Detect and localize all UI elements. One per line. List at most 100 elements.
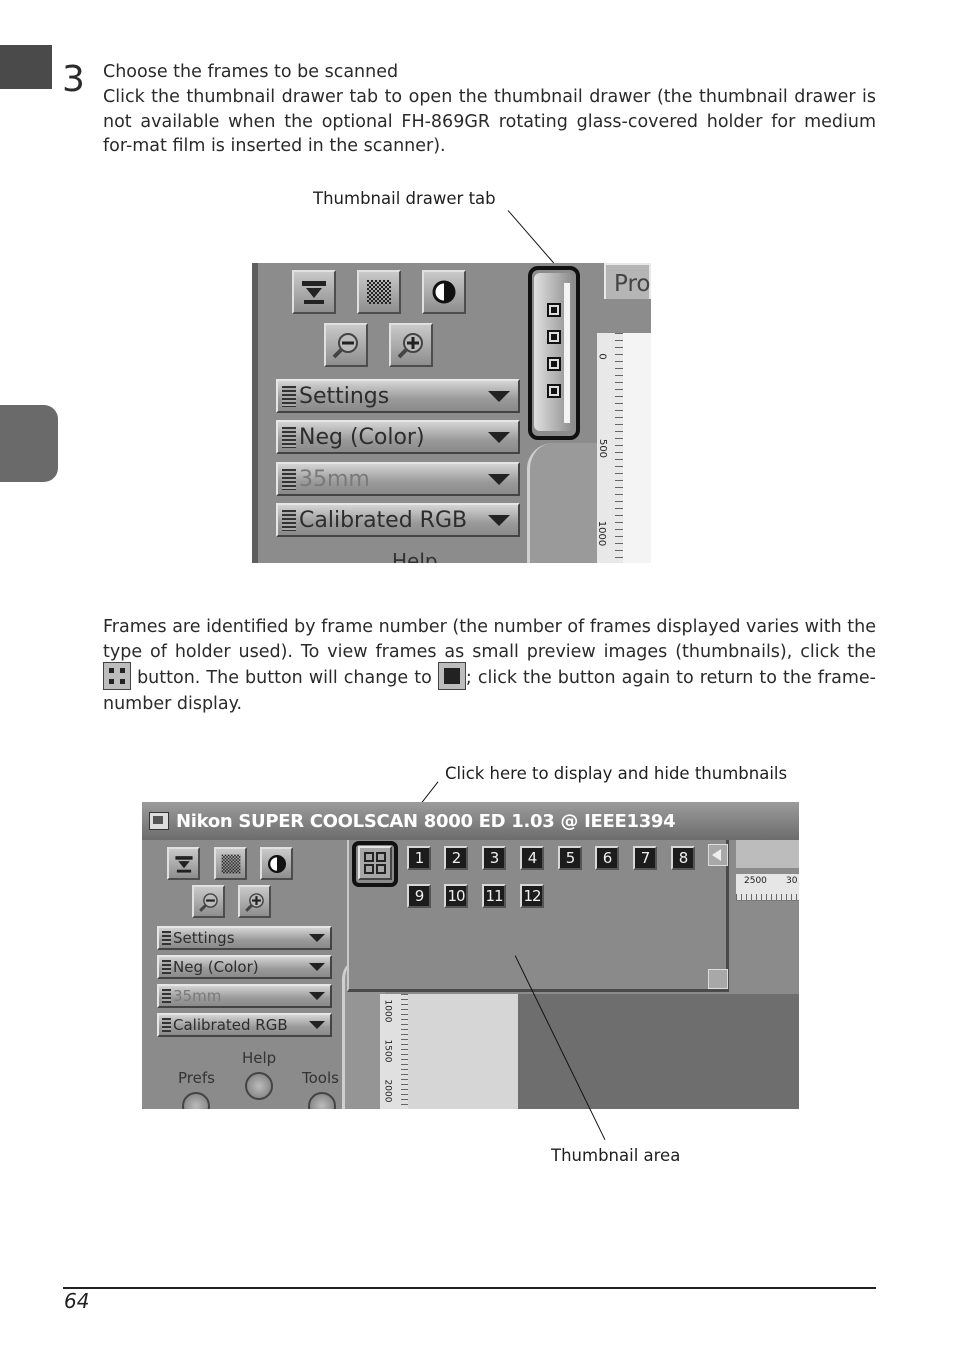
footer-rule bbox=[63, 1287, 876, 1289]
settings-dropdown[interactable]: Settings bbox=[276, 379, 520, 413]
paragraph-text: Frames are identified by frame number (t… bbox=[103, 617, 876, 662]
chevron-down-icon bbox=[488, 390, 510, 402]
contrast-icon[interactable] bbox=[260, 847, 293, 880]
frame-number: 8 bbox=[678, 849, 688, 867]
thumbnail-drawer-tab[interactable] bbox=[534, 273, 574, 431]
side-tab[interactable]: Pro bbox=[604, 263, 651, 299]
ruler-label: 1000 bbox=[382, 999, 393, 1023]
frame-button[interactable]: 2 bbox=[444, 846, 468, 870]
chevron-down-icon bbox=[309, 963, 325, 971]
frame-button[interactable]: 7 bbox=[633, 846, 657, 870]
tools-label: Tools bbox=[302, 1069, 339, 1087]
chevron-down-icon bbox=[309, 1021, 325, 1029]
grain-icon[interactable] bbox=[214, 847, 247, 880]
zoom-out-icon[interactable] bbox=[192, 885, 225, 918]
frame-button[interactable]: 12 bbox=[520, 884, 544, 908]
dropdown-label: 35mm bbox=[299, 466, 370, 492]
dropdown-label: Calibrated RGB bbox=[173, 1016, 288, 1034]
thumbnail-toggle-button[interactable] bbox=[358, 846, 392, 880]
step-heading: Choose the frames to be scanned bbox=[103, 62, 399, 82]
title-bar: Nikon SUPER COOLSCAN 8000 ED 1.03 @ IEEE… bbox=[142, 802, 799, 840]
zoom-in-icon[interactable] bbox=[389, 323, 433, 367]
paragraph-frames: Frames are identified by frame number (t… bbox=[103, 615, 876, 717]
settings-dropdown[interactable]: Settings bbox=[157, 926, 332, 950]
ruler-label: 30 bbox=[786, 876, 798, 886]
preview-area bbox=[623, 333, 651, 563]
chevron-down-icon bbox=[309, 992, 325, 1000]
help-button[interactable] bbox=[245, 1072, 273, 1100]
contrast-icon[interactable] bbox=[422, 270, 466, 314]
frame-button[interactable]: 4 bbox=[520, 846, 544, 870]
frame-number: 4 bbox=[527, 849, 537, 867]
callout-thumbnail-toggle: Click here to display and hide thumbnail… bbox=[445, 764, 788, 783]
prefs-button[interactable] bbox=[182, 1092, 210, 1109]
step-body: Click the thumbnail drawer tab to open t… bbox=[103, 87, 876, 156]
callout-highlight bbox=[528, 266, 580, 440]
dropdown-label: Settings bbox=[299, 383, 390, 409]
frame-button[interactable]: 8 bbox=[671, 846, 695, 870]
zoom-in-icon[interactable] bbox=[238, 885, 271, 918]
frame-button[interactable]: 10 bbox=[444, 884, 468, 908]
preview-image-light bbox=[408, 994, 518, 1109]
zoom-out-icon[interactable] bbox=[324, 323, 368, 367]
chapter-tab-side bbox=[0, 405, 58, 482]
ruler-label: 2000 bbox=[382, 1079, 393, 1103]
frame-number: 1 bbox=[414, 849, 424, 867]
frame-number: 5 bbox=[565, 849, 575, 867]
frame-number: 2 bbox=[451, 849, 461, 867]
chevron-down-icon bbox=[488, 473, 510, 485]
frame-number: 12 bbox=[523, 887, 541, 905]
side-tab-label: Pro bbox=[614, 271, 651, 297]
frame-button[interactable]: 9 bbox=[407, 884, 431, 908]
callout-drawer-tab: Thumbnail drawer tab bbox=[313, 189, 496, 208]
page-number: 64 bbox=[64, 1289, 90, 1313]
chevron-left-icon[interactable] bbox=[708, 844, 728, 866]
window-title: Nikon SUPER COOLSCAN 8000 ED 1.03 @ IEEE… bbox=[176, 811, 676, 832]
frame-number: 9 bbox=[414, 887, 424, 905]
frame-button[interactable]: 11 bbox=[482, 884, 506, 908]
paragraph-text: button. The button will change to bbox=[137, 668, 432, 688]
color-space-dropdown[interactable]: Calibrated RGB bbox=[276, 503, 520, 537]
frame-button[interactable]: 1 bbox=[407, 846, 431, 870]
film-type-dropdown[interactable]: Neg (Color) bbox=[276, 420, 520, 454]
top-ruler bbox=[736, 840, 799, 868]
frame-number: 6 bbox=[602, 849, 612, 867]
dropdown-label: Neg (Color) bbox=[173, 958, 259, 976]
dropdown-label: 35mm bbox=[173, 987, 222, 1005]
thumbnail-toggle-icon bbox=[103, 662, 131, 690]
help-label: Help bbox=[242, 1049, 277, 1067]
film-format-dropdown[interactable]: 35mm bbox=[276, 462, 520, 496]
ruler-label: 0 bbox=[596, 353, 608, 360]
chevron-down-icon bbox=[488, 431, 510, 443]
grid-icon bbox=[364, 852, 386, 874]
frame-number-icon bbox=[437, 662, 466, 690]
help-label: Help bbox=[392, 549, 438, 563]
film-format-dropdown[interactable]: 35mm bbox=[157, 984, 332, 1008]
chevron-down-icon bbox=[488, 514, 510, 526]
ruler-label: 2500 bbox=[744, 876, 767, 886]
grain-icon[interactable] bbox=[357, 270, 401, 314]
screenshot-thumbnails: Nikon SUPER COOLSCAN 8000 ED 1.03 @ IEEE… bbox=[142, 802, 799, 1109]
preview-ruler: 0 500 1000 bbox=[596, 333, 624, 563]
screenshot-drawer: Settings Neg (Color) 35mm Calibrated RGB… bbox=[252, 263, 651, 563]
drawer-panel bbox=[527, 443, 600, 563]
tools-button[interactable] bbox=[308, 1092, 336, 1109]
scan-icon[interactable] bbox=[167, 847, 200, 880]
callout-thumbnail-area: Thumbnail area bbox=[551, 1146, 681, 1165]
color-space-dropdown[interactable]: Calibrated RGB bbox=[157, 1013, 332, 1037]
frame-number: 7 bbox=[640, 849, 650, 867]
step-number: 3 bbox=[62, 59, 85, 100]
scan-icon[interactable] bbox=[292, 270, 336, 314]
frame-button[interactable]: 3 bbox=[482, 846, 506, 870]
callout-highlight bbox=[352, 841, 398, 887]
dropdown-label: Settings bbox=[173, 929, 235, 947]
corner-handle-icon[interactable] bbox=[708, 969, 728, 989]
frame-number: 10 bbox=[447, 887, 465, 905]
frame-button[interactable]: 5 bbox=[558, 846, 582, 870]
dropdown-label: Calibrated RGB bbox=[299, 507, 468, 533]
film-type-dropdown[interactable]: Neg (Color) bbox=[157, 955, 332, 979]
chevron-down-icon bbox=[309, 934, 325, 942]
ruler-label: 1500 bbox=[382, 1039, 393, 1063]
ruler-label: 500 bbox=[597, 438, 609, 459]
frame-button[interactable]: 6 bbox=[595, 846, 619, 870]
